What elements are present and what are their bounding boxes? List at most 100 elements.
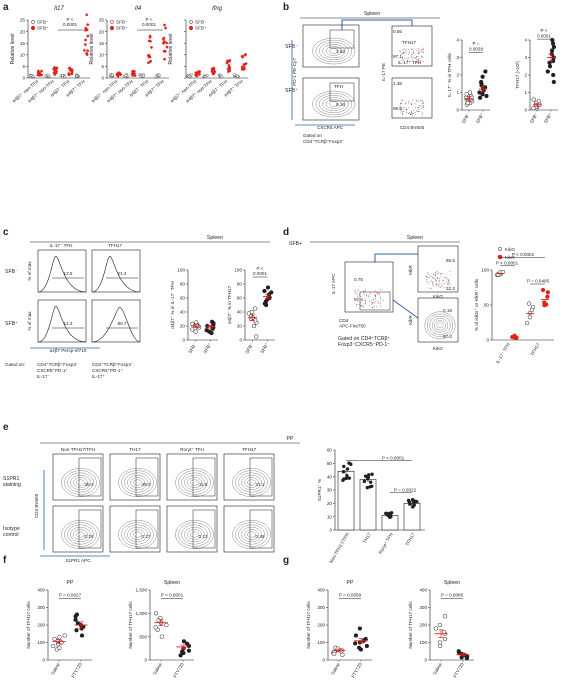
b-flow-3-event (422, 61, 424, 63)
d-flow-1-event (374, 294, 376, 296)
a-0-data-point (70, 71, 74, 75)
d-flow-1-event (359, 295, 361, 297)
d-flow-1-event (368, 296, 370, 298)
b-chart2-y-tick-label: 2 (524, 73, 527, 78)
g-spleen-y-tick-label: 400 (419, 588, 427, 593)
b-flow-3-event (416, 56, 417, 58)
a-0-p-value: P <0.0001 (63, 17, 77, 27)
e-data-point (345, 467, 350, 471)
b-gate-2 (329, 82, 355, 102)
b-chart1-data-point (477, 90, 482, 95)
e-p-value-2: P = 0.0022 (394, 487, 417, 492)
d-data-point (527, 310, 533, 316)
e-data-point (406, 498, 411, 503)
b-flow-3-event (413, 50, 415, 52)
d-gate-a2: 97.4 (354, 297, 363, 302)
c-hist-1 (37, 249, 87, 293)
d-gating-arrow-2 (392, 299, 419, 319)
b-flow-4-event (421, 100, 423, 101)
d-flow-3 (417, 297, 459, 343)
a-1-p-value: P <0.0001 (142, 17, 156, 27)
d-flow-1-event (362, 305, 364, 307)
b-flow-3-event (411, 53, 413, 55)
f-spleen-data-point (159, 634, 165, 639)
b-chart2-y-tick-label: 4 (524, 38, 527, 43)
d-flow-1-event (373, 298, 375, 300)
e-data-point (415, 500, 419, 504)
f-spleen-p-value: P < 0.0001 (161, 593, 184, 598)
b-chart2-data-point (549, 48, 555, 53)
d-gate-b2: 32.2 (446, 286, 455, 291)
b-flow-4-event (411, 113, 413, 115)
d-flow-1-event (366, 294, 368, 296)
d-flow-2-event (432, 281, 434, 283)
e-data-point (347, 461, 351, 465)
a-1-y-tick-label: 5 (101, 64, 104, 69)
b-chart1-y-tick-label: 1 (456, 90, 459, 95)
d-flow-1-event (365, 302, 366, 304)
d-flow-1-event (382, 299, 384, 301)
c-chart2-category-label: SFB⁻ (244, 342, 254, 355)
d-flow-1-event (357, 300, 359, 302)
b-flow-3-event (409, 51, 411, 53)
d-flow-1-event (365, 289, 366, 291)
d-x-axis-label-3: KikG (433, 346, 443, 351)
e-flow-top-3-contour (190, 479, 199, 486)
d-flow-3-contour (431, 318, 449, 333)
b-flow-3-event (403, 53, 405, 54)
c-y-axis-label-1: % of max (27, 261, 32, 281)
b-chart2-p-value: P <0.0001 (537, 28, 551, 38)
d-flow-2-event (435, 278, 436, 280)
b-flow-3-event (410, 54, 412, 56)
b-flow-3-event (411, 48, 413, 50)
b-flow-4-event (420, 106, 422, 107)
b-flow-4-event (401, 99, 403, 101)
b-chart2-data-point (550, 37, 555, 43)
g-pp-data-point (364, 643, 370, 649)
b-flow-4-event (407, 107, 409, 109)
g-spleen-data-point (433, 626, 438, 631)
a-2-data-point (227, 70, 230, 73)
g-pp-data-point (353, 633, 359, 638)
g-pp-category-label: FTY720 (350, 662, 363, 679)
b-chart2-data-point (547, 60, 552, 65)
b-flow-1-contour (315, 39, 352, 63)
b-y-axis-label-2: IL-17 PE (381, 63, 386, 81)
e-flow-bot-3 (166, 505, 218, 553)
e-flow-top-4-contour (241, 474, 262, 491)
a-1-data-point (149, 60, 152, 63)
b-flow-4-event (400, 102, 402, 104)
c-chart1-category-label: SFB⁻ (187, 342, 197, 355)
b-flow-4-event (405, 108, 407, 110)
d-flow-2-frame (417, 245, 459, 293)
d-y-axis-label-2: KikR (408, 264, 413, 274)
c-chart1-y-tick-label: 20 (180, 324, 186, 329)
a-0-data-point (54, 67, 58, 71)
b-gate-label: TFH (334, 84, 343, 89)
g-pp-category-label: Saline (330, 662, 341, 676)
a-1-y-tick-label: 0 (101, 76, 104, 81)
c-chart2-y-tick-label: 0 (239, 338, 242, 343)
b-chart1-y-tick-label: 4 (456, 38, 459, 43)
b-flow-3-event (408, 53, 410, 55)
f-pp-data-point (57, 635, 62, 640)
b-flow-2-contour (322, 97, 346, 111)
g-pp-y-tick-label: 400 (317, 588, 325, 593)
d-flow-1-event (377, 292, 379, 294)
c-row-label-2: SFB⁺ (5, 321, 18, 327)
d-flow-3-contour (429, 315, 451, 335)
b-row-label-2: SFB⁺ (285, 88, 298, 94)
d-legend-open-marker (497, 246, 503, 252)
e-flow-top-4 (223, 453, 275, 501)
b-flow-4-event (401, 102, 403, 104)
legend-filled-marker (188, 25, 194, 31)
d-flow-2-event (436, 283, 437, 285)
b-chart1-data-point (465, 100, 470, 106)
e-flow-bot-4-contour (241, 526, 262, 543)
b-flow-3-event (421, 57, 423, 59)
b-flow-3-event (413, 52, 415, 54)
b-flow-3-event (422, 48, 424, 50)
b-flow-3-event (405, 52, 407, 54)
